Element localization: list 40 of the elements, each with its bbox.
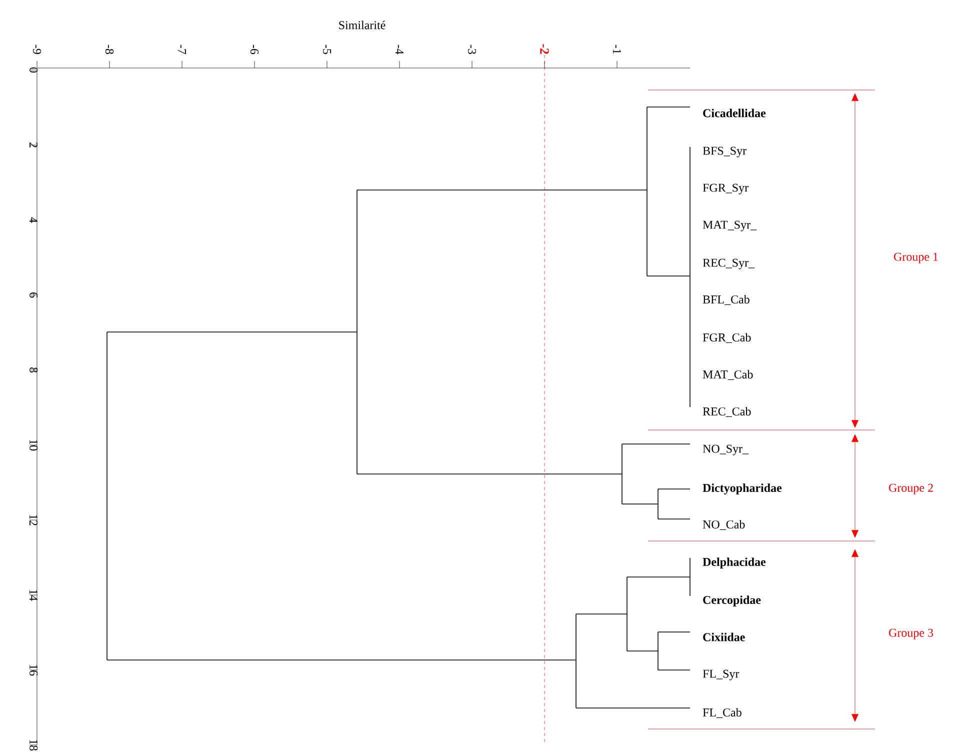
- leaf-label: MAT_Cab: [702, 370, 753, 380]
- leaf-label: FGR_Syr: [702, 184, 748, 194]
- leaf-label: NO_Syr_: [702, 444, 749, 456]
- leaf-label: MAT_Syr_: [702, 220, 757, 232]
- tick-label: -8: [105, 44, 114, 54]
- tick-label: 16: [30, 665, 38, 676]
- tick-label: 2: [30, 142, 38, 148]
- tick-label: 14: [30, 590, 38, 601]
- tick-label: -1: [613, 44, 621, 54]
- leaf-label: Cicadellidae: [703, 108, 766, 118]
- tick-label: 18: [30, 740, 38, 751]
- group-label: Groupe 3: [889, 628, 934, 640]
- tick-label: 6: [30, 292, 38, 298]
- leaf-label: Cercopidae: [703, 596, 761, 606]
- tick-label: 12: [30, 515, 38, 526]
- leaf-label: Dictyopharidae: [702, 484, 782, 494]
- leaf-label: REC_Cab: [702, 407, 751, 417]
- tick-label: -7: [178, 44, 186, 54]
- group-label: Groupe 1: [894, 252, 938, 264]
- tick-label: -4: [396, 44, 404, 54]
- leaf-label: BFS_Syr: [702, 146, 746, 158]
- tick-label: -5: [323, 44, 331, 54]
- tick-label: 8: [30, 367, 38, 373]
- tick-label: -2: [540, 44, 549, 54]
- tick-label: -6: [250, 44, 259, 54]
- leaf-label: REC_Syr_: [702, 258, 755, 270]
- tick-label: 0: [30, 67, 38, 73]
- leaf-label: FGR_Cab: [702, 333, 751, 343]
- tick-label: 10: [30, 440, 38, 451]
- leaf-label: Cixiidae: [703, 632, 745, 642]
- leaf-label: FL_Cab: [702, 708, 742, 718]
- leaf-label: Delphacidae: [702, 558, 766, 568]
- tick-label: -3: [468, 44, 476, 54]
- leaf-label: BFL_Cab: [702, 295, 750, 305]
- axis-title: Similarité: [339, 20, 386, 30]
- tick-label: -9: [32, 44, 42, 54]
- tick-label: 4: [30, 217, 38, 223]
- leaf-label: FL_Syr: [702, 670, 740, 680]
- leaf-label: NO_Cab: [702, 520, 745, 530]
- group-label: Groupe 2: [889, 484, 933, 494]
